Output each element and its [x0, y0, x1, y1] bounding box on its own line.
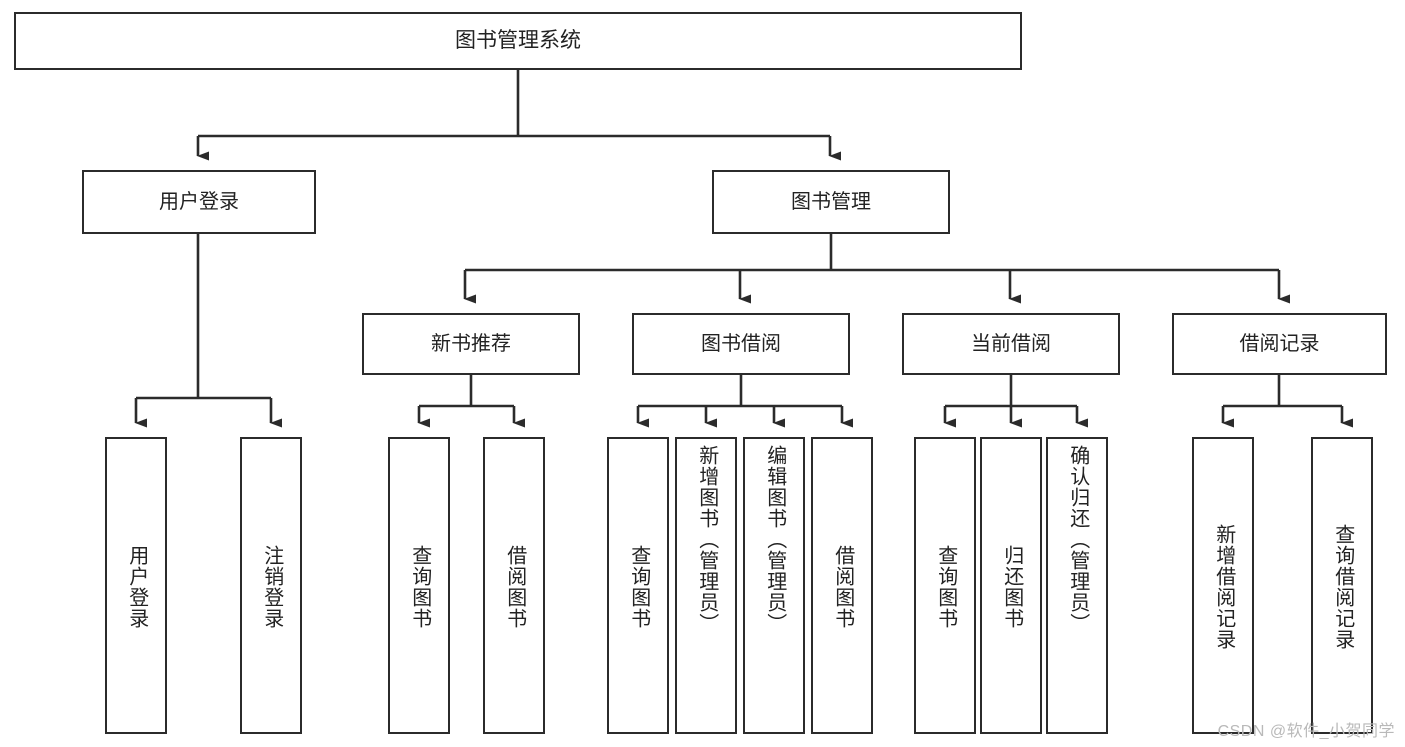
node-book-management[interactable]: 图书管理	[712, 170, 950, 234]
node-root-system[interactable]: 图书管理系统	[14, 12, 1022, 70]
node-label: 编辑图书（管理员）	[763, 445, 786, 634]
node-label: 确认归还（管理员）	[1066, 445, 1089, 634]
node-label: 查询图书	[934, 545, 957, 629]
leaf-query-book-current[interactable]: 查询图书	[914, 437, 976, 734]
leaf-user-login[interactable]: 用户登录	[105, 437, 167, 734]
watermark-text: CSDN @软件_小贺同学	[1217, 723, 1395, 740]
node-label: 归还图书	[1000, 545, 1023, 629]
node-label: 查询图书	[408, 545, 431, 629]
node-label: 当前借阅	[971, 332, 1051, 355]
node-label: 注销登录	[260, 545, 283, 629]
leaf-query-book-borrow[interactable]: 查询图书	[607, 437, 669, 734]
leaf-borrow-book-recommend[interactable]: 借阅图书	[483, 437, 545, 734]
leaf-borrow-book[interactable]: 借阅图书	[811, 437, 873, 734]
node-label: 新增借阅记录	[1212, 524, 1235, 650]
leaf-return-book[interactable]: 归还图书	[980, 437, 1042, 734]
node-label: 图书管理	[791, 190, 871, 213]
leaf-logout-login[interactable]: 注销登录	[240, 437, 302, 734]
node-label: 借阅记录	[1239, 332, 1320, 355]
node-label: 用户登录	[159, 190, 239, 213]
node-label: 图书管理系统	[455, 29, 581, 53]
node-user-login[interactable]: 用户登录	[82, 170, 316, 234]
node-label: 借阅图书	[503, 545, 526, 629]
node-label: 新增图书（管理员）	[695, 445, 718, 634]
node-label: 用户登录	[125, 545, 148, 629]
node-book-borrow[interactable]: 图书借阅	[632, 313, 850, 375]
node-label: 新书推荐	[431, 332, 511, 355]
node-label: 查询图书	[627, 545, 650, 629]
node-label: 查询借阅记录	[1331, 524, 1354, 650]
leaf-confirm-return-admin[interactable]: 确认归还（管理员）	[1046, 437, 1108, 734]
node-current-borrow[interactable]: 当前借阅	[902, 313, 1120, 375]
node-borrow-record[interactable]: 借阅记录	[1172, 313, 1387, 375]
leaf-add-book-admin[interactable]: 新增图书（管理员）	[675, 437, 737, 734]
leaf-edit-book-admin[interactable]: 编辑图书（管理员）	[743, 437, 805, 734]
node-label: 借阅图书	[831, 545, 854, 629]
node-new-book-recommend[interactable]: 新书推荐	[362, 313, 580, 375]
node-label: 图书借阅	[701, 332, 781, 355]
leaf-add-borrow-record[interactable]: 新增借阅记录	[1192, 437, 1254, 734]
leaf-query-book-recommend[interactable]: 查询图书	[388, 437, 450, 734]
leaf-query-borrow-record[interactable]: 查询借阅记录	[1311, 437, 1373, 734]
